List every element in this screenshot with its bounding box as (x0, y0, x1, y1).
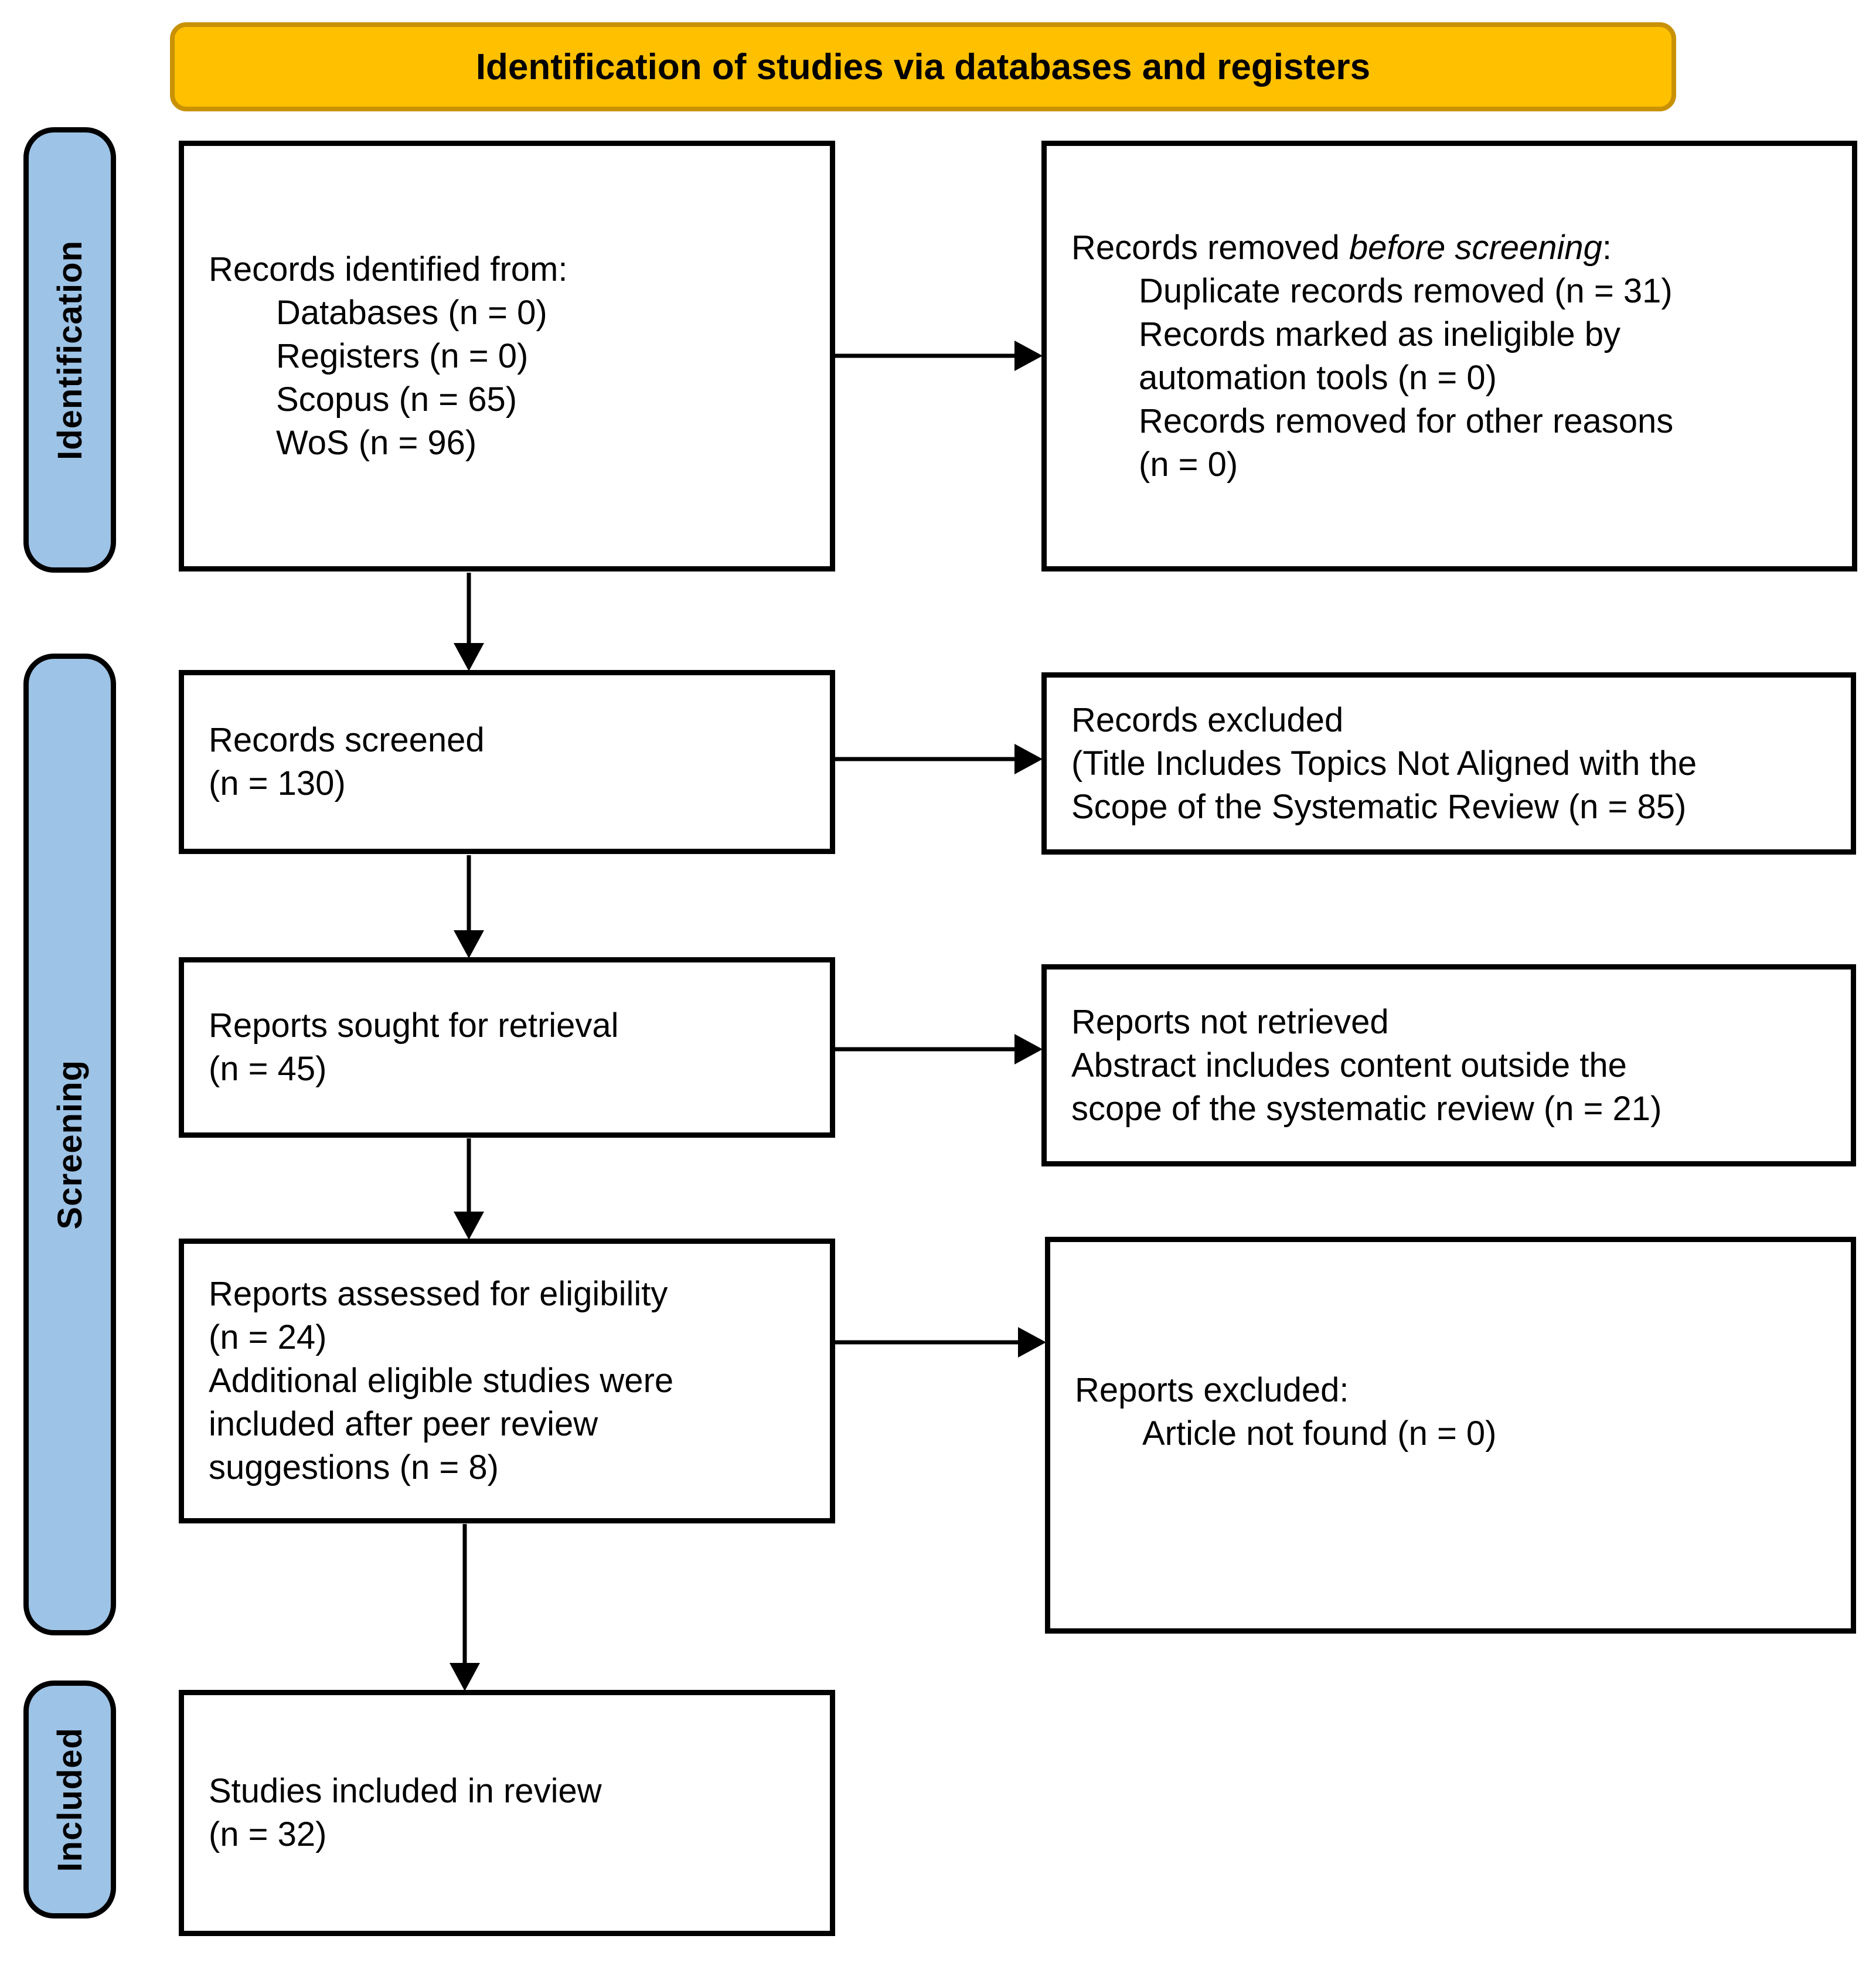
text-line: Article not found (n = 0) (1142, 1414, 1497, 1452)
text-line: included after peer review (209, 1405, 598, 1443)
text-line: Records removed for other reasons (1139, 402, 1674, 440)
text-line: Reports assessed for eligibility (209, 1275, 668, 1313)
box-records-identified: Records identified from: Databases (n = 0… (179, 141, 835, 572)
arrow-identified-to-screened (454, 573, 484, 671)
text-line: Registers (n = 0) (276, 336, 529, 375)
text-line: WoS (n = 96) (276, 423, 477, 462)
text-line: Databases (n = 0) (276, 293, 547, 332)
text-line: Records removed before screening: (1071, 228, 1612, 267)
box-reports-excluded: Reports excluded: Article not found (n = … (1045, 1237, 1856, 1634)
text-line: Scopus (n = 65) (276, 380, 517, 419)
text-line: Records marked as ineligible by (1139, 315, 1621, 353)
text-line: Reports not retrieved (1071, 1002, 1389, 1041)
text-line: (n = 0) (1139, 445, 1238, 484)
text-line: Reports sought for retrieval (209, 1006, 619, 1045)
box-records-removed-before-screening: Records removed before screening: Duplica… (1041, 141, 1857, 572)
text-line: Abstract includes content outside the (1071, 1046, 1627, 1084)
diagram-title: Identification of studies via databases … (475, 46, 1371, 87)
arrow-screened-to-sought (454, 855, 484, 958)
arrow-screened-to-excluded (835, 744, 1043, 774)
box-reports-sought-for-retrieval: Reports sought for retrieval (n = 45) (179, 957, 835, 1138)
text-line: automation tools (n = 0) (1139, 358, 1497, 397)
box-records-screened: Records screened (n = 130) (179, 670, 835, 854)
text-line: (n = 45) (209, 1050, 327, 1088)
text-line: Records excluded (1071, 700, 1344, 739)
text-line: (n = 32) (209, 1815, 327, 1853)
stage-label-screening: Screening (50, 1059, 89, 1230)
arrow-sought-to-not-retrieved (835, 1034, 1043, 1064)
text-line: Studies included in review (209, 1772, 602, 1810)
text-line: (n = 130) (209, 764, 346, 802)
text-line: Scope of the Systematic Review (n = 85) (1071, 787, 1687, 826)
text-line: (Title Includes Topics Not Aligned with … (1071, 744, 1697, 783)
box-records-excluded: Records excluded (Title Includes Topics N… (1041, 672, 1856, 855)
stage-label-identification: Identification (50, 240, 89, 460)
text-line: Additional eligible studies were (209, 1362, 674, 1400)
stage-label-included: Included (50, 1727, 89, 1872)
text-line: Reports excluded: (1075, 1370, 1349, 1409)
text-line: Records screened (209, 721, 485, 759)
stage-bar-screening: Screening (23, 654, 116, 1635)
text-line: Duplicate records removed (n = 31) (1139, 271, 1673, 310)
arrow-sought-to-assessed (454, 1138, 484, 1240)
text-line: suggestions (n = 8) (209, 1448, 499, 1486)
arrow-identified-to-removed (835, 341, 1043, 371)
arrow-assessed-to-included (450, 1524, 480, 1691)
text-line: Records identified from: (209, 250, 568, 288)
title-banner: Identification of studies via databases … (170, 22, 1676, 111)
box-studies-included-in-review: Studies included in review (n = 32) (179, 1690, 835, 1936)
stage-bar-identification: Identification (23, 127, 116, 573)
text-line: (n = 24) (209, 1318, 327, 1356)
text-line: scope of the systematic review (n = 21) (1071, 1089, 1662, 1128)
arrow-assessed-to-reports-excluded (835, 1327, 1046, 1358)
box-reports-assessed-for-eligibility: Reports assessed for eligibility (n = 24)… (179, 1239, 835, 1523)
stage-bar-included: Included (23, 1681, 116, 1918)
